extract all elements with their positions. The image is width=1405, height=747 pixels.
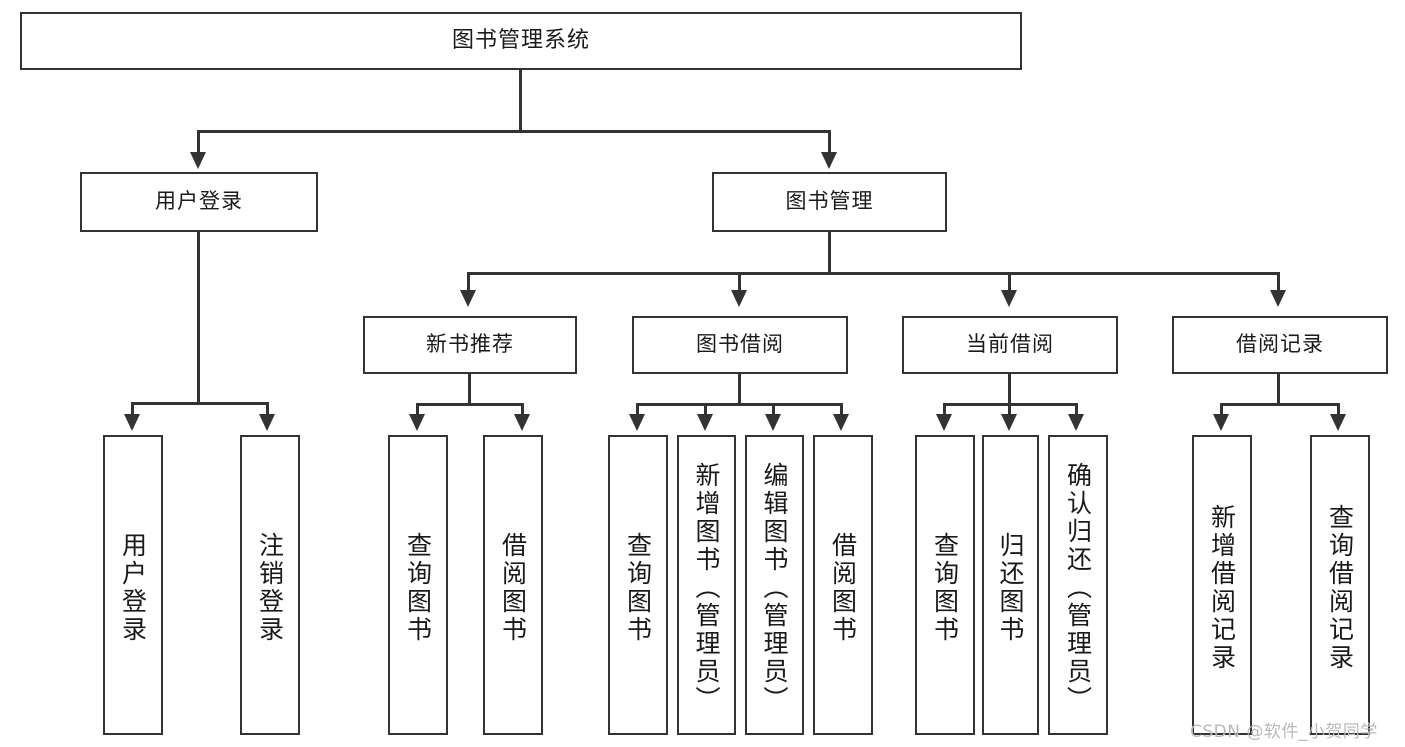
node-book-management[interactable]: 图书管理 <box>712 172 947 232</box>
arrowhead-book-borrow-leaf-2 <box>765 414 781 431</box>
node-label: 图书管理 <box>785 189 874 214</box>
connector-book-management-bus <box>467 272 1280 275</box>
arrowhead-current-borrow-leaf-1 <box>1001 414 1017 431</box>
arrowhead-current-borrow-leaf-0 <box>936 414 952 431</box>
connector-borrow-record-leaf-0 <box>1220 403 1223 418</box>
arrowhead-user-login-leaf-1 <box>259 414 275 431</box>
node-borrow-record[interactable]: 借阅记录 <box>1172 316 1388 374</box>
node-label: 用户登录 <box>155 189 243 214</box>
leaf-current-borrow-2[interactable]: 确认归还（管理员） <box>1048 435 1108 735</box>
node-label: 新增借阅记录 <box>1207 504 1237 672</box>
connector-book-borrow-leaf-0 <box>636 403 639 418</box>
node-label: 查询图书 <box>403 532 433 644</box>
node-label: 查询图书 <box>930 532 960 644</box>
arrowhead-user-login-leaf-0 <box>124 414 140 431</box>
node-label: 归还图书 <box>996 532 1025 644</box>
connector-bm-to-current-borrow <box>1008 272 1011 294</box>
connector-root-to-book-management <box>828 130 831 156</box>
arrowhead-bm-to-book-borrow <box>731 290 747 307</box>
leaf-borrow-record-1[interactable]: 查询借阅记录 <box>1310 435 1370 735</box>
node-label: 借阅图书 <box>828 532 858 644</box>
connector-new-book-leaf-0 <box>416 403 419 418</box>
leaf-user-login-0[interactable]: 用户登录 <box>103 435 163 735</box>
leaf-book-borrow-3[interactable]: 借阅图书 <box>813 435 873 735</box>
leaf-new-book-recommend-0[interactable]: 查询图书 <box>388 435 448 735</box>
connector-book-borrow-leaf-2 <box>772 403 775 418</box>
arrowhead-book-borrow-leaf-1 <box>697 414 713 431</box>
node-label: 用户登录 <box>118 532 148 644</box>
node-label: 图书借阅 <box>696 332 784 357</box>
connector-user-login-leaf-0 <box>131 402 134 418</box>
arrowhead-new-book-leaf-0 <box>409 414 425 431</box>
leaf-borrow-record-0[interactable]: 新增借阅记录 <box>1192 435 1252 735</box>
csdn-watermark: CSDN @软件_小贺同学 <box>1190 722 1378 742</box>
connector-bm-to-book-borrow <box>738 272 741 294</box>
leaf-new-book-recommend-1[interactable]: 借阅图书 <box>483 435 543 735</box>
arrowhead-borrow-record-leaf-1 <box>1330 414 1346 431</box>
connector-borrow-record-leaf-1 <box>1337 403 1340 418</box>
arrowhead-book-borrow-leaf-3 <box>833 414 849 431</box>
connector-book-borrow-bus <box>636 403 842 406</box>
connector-borrow-record-stem <box>1277 374 1280 405</box>
arrowhead-bm-to-borrow-record <box>1270 290 1286 307</box>
leaf-current-borrow-1[interactable]: 归还图书 <box>982 435 1039 735</box>
node-user-login[interactable]: 用户登录 <box>80 172 318 232</box>
connector-book-borrow-stem <box>738 374 741 405</box>
connector-user-login-stem <box>197 232 200 404</box>
node-label: 当前借阅 <box>966 332 1054 357</box>
connector-borrow-record-bus <box>1220 403 1340 406</box>
connector-book-management-stem <box>828 232 831 274</box>
connector-root-stem <box>519 70 522 132</box>
node-book-borrow[interactable]: 图书借阅 <box>632 316 848 374</box>
connector-new-book-bus <box>416 403 524 406</box>
connector-current-borrow-stem <box>1008 374 1011 405</box>
connector-user-login-bus <box>131 402 269 405</box>
leaf-book-borrow-0[interactable]: 查询图书 <box>608 435 668 735</box>
leaf-current-borrow-0[interactable]: 查询图书 <box>915 435 975 735</box>
arrowhead-new-book-leaf-1 <box>514 414 530 431</box>
node-label: 查询借阅记录 <box>1325 504 1355 672</box>
connector-new-book-stem <box>468 374 471 405</box>
node-new-book-recommend[interactable]: 新书推荐 <box>363 316 577 374</box>
node-label: 借阅记录 <box>1236 332 1324 357</box>
leaf-book-borrow-1[interactable]: 新增图书（管理员） <box>677 435 736 735</box>
node-label: 查询图书 <box>623 532 653 644</box>
arrowhead-root-to-user-login <box>190 152 206 169</box>
leaf-book-borrow-2[interactable]: 编辑图书（管理员） <box>745 435 804 735</box>
connector-book-borrow-leaf-3 <box>840 403 843 418</box>
connector-root-to-user-login <box>197 130 200 156</box>
connector-current-borrow-leaf-0 <box>943 403 946 418</box>
node-label: 新增图书（管理员） <box>692 462 721 714</box>
connector-user-login-leaf-1 <box>266 402 269 418</box>
leaf-user-login-1[interactable]: 注销登录 <box>240 435 300 735</box>
node-label: 编辑图书（管理员） <box>760 462 789 714</box>
connector-current-borrow-leaf-2 <box>1075 403 1078 418</box>
connector-root-bus <box>197 130 831 133</box>
node-label: 图书管理系统 <box>451 27 590 53</box>
connector-book-borrow-leaf-1 <box>704 403 707 418</box>
connector-bm-to-new-book <box>467 272 470 294</box>
arrowhead-current-borrow-leaf-2 <box>1068 414 1084 431</box>
node-label: 确认归还（管理员） <box>1063 462 1093 714</box>
node-label: 注销登录 <box>255 532 285 644</box>
node-root-book-management-system[interactable]: 图书管理系统 <box>20 12 1022 70</box>
node-label: 借阅图书 <box>498 532 528 644</box>
arrowhead-book-borrow-leaf-0 <box>629 414 645 431</box>
node-current-borrow[interactable]: 当前借阅 <box>902 316 1118 374</box>
arrowhead-bm-to-current-borrow <box>1001 290 1017 307</box>
arrowhead-borrow-record-leaf-0 <box>1213 414 1229 431</box>
arrowhead-root-to-book-management <box>821 152 837 169</box>
connector-new-book-leaf-1 <box>521 403 524 418</box>
node-label: 新书推荐 <box>426 332 514 357</box>
arrowhead-bm-to-new-book <box>460 290 476 307</box>
connector-current-borrow-leaf-1 <box>1008 403 1011 418</box>
connector-bm-to-borrow-record <box>1277 272 1280 294</box>
